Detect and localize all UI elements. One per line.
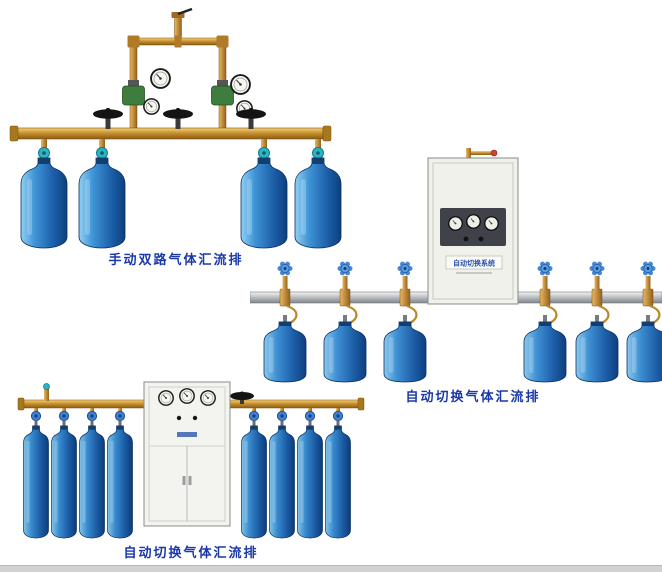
gas-cylinder <box>626 321 662 383</box>
gas-cylinder <box>23 425 49 539</box>
gas-cylinder <box>20 157 68 249</box>
product-caption: 自动切换气体汇流排 <box>405 389 541 404</box>
gas-cylinder <box>269 425 295 539</box>
control-cabinet <box>143 381 231 527</box>
cylinder-valves <box>282 276 651 290</box>
pipe-end-riser <box>43 383 50 401</box>
gas-cylinder <box>263 321 307 383</box>
cylinder-neck-valves <box>283 315 650 322</box>
pigtail-hoses <box>286 304 661 324</box>
shutoff-valve-handwheel <box>93 107 123 129</box>
cylinder-connection <box>38 139 50 159</box>
cylinder-connections <box>30 408 344 426</box>
gas-cylinder <box>383 321 427 383</box>
valve-handwheel-icon <box>277 261 293 276</box>
pressure-gauge-icon <box>179 388 195 404</box>
product-auto-switch-manifold-a: 自动切换系统 自动切换气体汇流排 <box>250 148 662 404</box>
cabinet-nameplate <box>177 432 197 437</box>
manual-manifold-illustration <box>9 7 342 249</box>
valve-handwheel-icon <box>397 261 413 276</box>
auto-manifold-illustration: 自动切换系统 <box>250 148 662 383</box>
shutoff-valve-handwheel <box>236 107 266 129</box>
manifold-pipe <box>9 125 332 142</box>
gas-cylinder <box>107 425 133 539</box>
valve-handwheel-icon <box>537 261 553 276</box>
indicator-button <box>192 415 198 421</box>
door-handle <box>182 476 186 485</box>
shutoff-valve-handwheel <box>230 391 254 404</box>
valve-handwheel-icon <box>337 261 353 276</box>
indicator-button <box>478 236 484 242</box>
valve-handwheel-icon <box>640 261 656 276</box>
gas-cylinder <box>325 425 351 539</box>
control-cabinet: 自动切换系统 <box>427 157 519 305</box>
pressure-regulator-left <box>122 80 145 106</box>
auto-manifold-illustration-2 <box>17 381 365 539</box>
gas-cylinder <box>323 321 367 383</box>
product-manual-dual-manifold: 手动双路气体汇流排 <box>8 6 344 267</box>
gas-cylinder <box>297 425 323 539</box>
header-inlet-valve <box>171 7 193 41</box>
door-handle <box>188 476 192 485</box>
cylinder-connection <box>96 139 108 159</box>
shutoff-valve-handwheel <box>163 107 193 129</box>
gas-cylinder <box>241 425 267 539</box>
cabinet-nameplate <box>445 255 503 270</box>
product-caption: 手动双路气体汇流排 <box>108 252 244 267</box>
pressure-gauge-icon <box>448 216 463 231</box>
valve-handwheel-icon <box>589 261 605 276</box>
indicator-button <box>176 415 182 421</box>
page-bottom-divider <box>0 565 662 572</box>
gas-cylinder <box>575 321 619 383</box>
cabinet-inlet-pipe <box>466 148 498 160</box>
product-auto-switch-manifold-b: 自动切换气体汇流排 <box>16 380 366 560</box>
pressure-regulator-right <box>211 80 234 106</box>
pressure-gauge-icon <box>200 390 216 406</box>
gas-cylinder <box>523 321 567 383</box>
product-caption: 自动切换气体汇流排 <box>123 545 259 560</box>
pressure-gauge-icon <box>158 390 174 406</box>
pressure-gauge-icon <box>230 74 251 95</box>
gas-cylinder <box>79 425 105 539</box>
pressure-gauge-icon <box>150 68 171 89</box>
gas-cylinder <box>51 425 77 539</box>
cabinet-label: 自动切换系统 <box>453 259 495 268</box>
gas-cylinder <box>78 157 126 249</box>
pressure-gauge-icon <box>466 214 481 229</box>
cabinet-sublabel-line <box>456 272 492 274</box>
cylinder-connection <box>258 139 270 159</box>
pressure-gauge-icon <box>143 98 160 115</box>
pipe-tee-fittings <box>279 288 654 307</box>
pressure-gauge-icon <box>484 216 499 231</box>
indicator-button <box>463 236 469 242</box>
